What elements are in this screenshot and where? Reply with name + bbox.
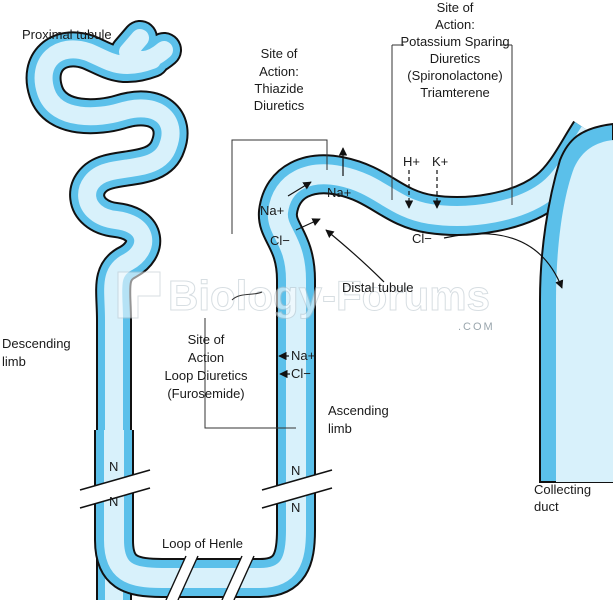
na-distal-left-label: Na+ bbox=[260, 203, 284, 218]
thiazide-site-line-1: Site of bbox=[261, 46, 298, 61]
distal-tubule-pointer bbox=[325, 229, 385, 283]
descending-limb-label-2: limb bbox=[2, 354, 26, 369]
n-right-top: N bbox=[291, 463, 300, 478]
loop-site-line-1: Site of bbox=[188, 332, 225, 347]
ascending-limb-label-2: limb bbox=[328, 421, 352, 436]
descending-tubule bbox=[25, 20, 189, 600]
potassium-site-line-4: Diuretics bbox=[430, 51, 481, 66]
watermark: Biology-Forums .COM bbox=[117, 271, 495, 333]
break-marks bbox=[79, 469, 333, 600]
watermark-logo-icon bbox=[117, 271, 161, 319]
potassium-site-line-1: Site of bbox=[437, 0, 474, 15]
n-left-bottom: N bbox=[109, 494, 118, 509]
thiazide-bracket bbox=[231, 139, 328, 234]
ascending-limb-label-1: Ascending bbox=[328, 403, 389, 418]
potassium-site-line-6: Triamterene bbox=[420, 85, 490, 100]
transport-arrows bbox=[278, 147, 564, 379]
thiazide-site-line-2: Action: bbox=[259, 64, 299, 79]
n-left-top: N bbox=[109, 459, 118, 474]
na-distal-arrow bbox=[287, 181, 312, 197]
h-plus-label: H+ bbox=[403, 154, 420, 169]
site-brackets bbox=[204, 44, 513, 429]
watermark-text: Biology-Forums bbox=[168, 272, 490, 319]
potassium-site-line-3: Potassium Sparing bbox=[400, 34, 509, 49]
loop-site-line-4: (Furosemide) bbox=[167, 386, 244, 401]
thiazide-site-line-4: Diuretics bbox=[254, 98, 305, 113]
na-ascending-label: Na+ bbox=[291, 348, 315, 363]
loop-site-line-2: Action bbox=[188, 350, 224, 365]
cl-distal-left-label: Cl− bbox=[270, 233, 290, 248]
collecting-duct-label-1: Collecting bbox=[534, 482, 591, 497]
descending-limb-label-1: Descending bbox=[2, 336, 71, 351]
potassium-site-line-5: (Spironolactone) bbox=[407, 68, 502, 83]
n-right-bottom: N bbox=[291, 500, 300, 515]
loop-bracket bbox=[204, 318, 296, 429]
loop-and-distal-tubule bbox=[94, 120, 607, 598]
cl-flow-arrow bbox=[443, 233, 564, 289]
cl-ascending-label: Cl− bbox=[291, 366, 311, 381]
potassium-site-line-2: Action: bbox=[435, 17, 475, 32]
cl-distal-arrow bbox=[295, 218, 321, 231]
loop-site-line-3: Loop Diuretics bbox=[164, 368, 248, 383]
collecting-duct-label-2: duct bbox=[534, 499, 559, 514]
distal-tubule-label: Distal tubule bbox=[342, 280, 414, 295]
loop-of-henle-label: Loop of Henle bbox=[162, 536, 243, 551]
thiazide-site-line-3: Thiazide bbox=[254, 81, 303, 96]
proximal-tubule-label: Proximal tubule bbox=[22, 27, 112, 42]
collecting-duct bbox=[539, 122, 613, 483]
cl-distal-label: Cl− bbox=[412, 231, 432, 246]
watermark-sub: .COM bbox=[458, 321, 495, 333]
na-distal-up-label: Na+ bbox=[327, 185, 351, 200]
k-plus-label: K+ bbox=[432, 154, 448, 169]
